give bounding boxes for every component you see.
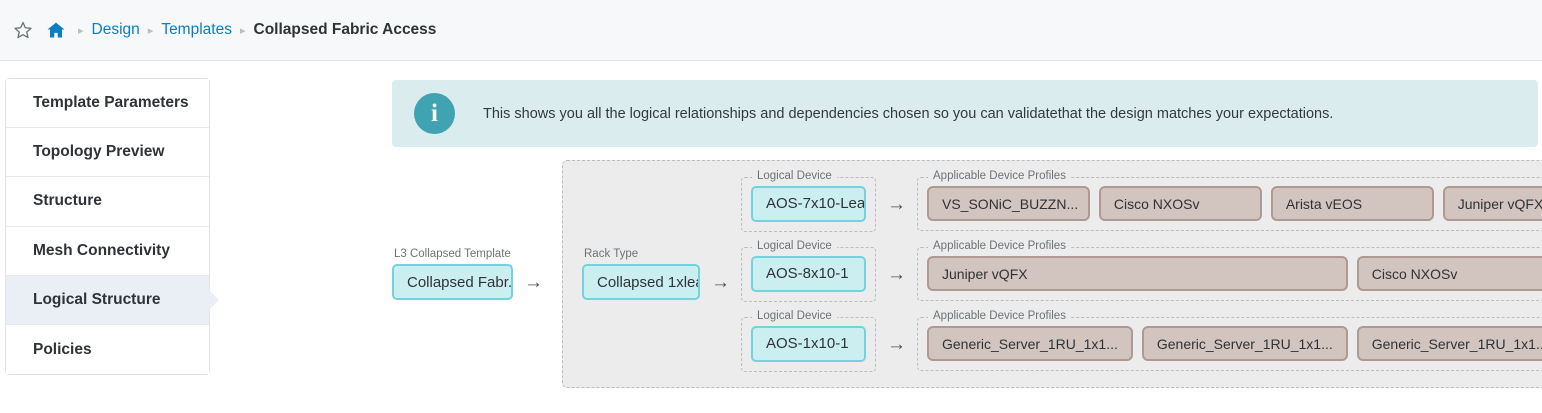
logical-device-row: Logical Device AOS-7x10-Leaf → Applicabl…	[741, 169, 1542, 232]
device-profile-box[interactable]: Juniper vQFX	[927, 256, 1348, 291]
sidebar-item-topology-preview[interactable]: Topology Preview	[6, 128, 209, 178]
device-profile-box[interactable]: Generic_Server_1RU_1x1...	[927, 326, 1133, 361]
l3-collapsed-template-group: L3 Collapsed Template Collapsed Fabr... …	[392, 248, 554, 300]
rack-type-node[interactable]: Collapsed 1xleaf	[582, 264, 700, 300]
logical-device-rows: Logical Device AOS-7x10-Leaf → Applicabl…	[741, 169, 1542, 372]
logical-device-node[interactable]: AOS-8x10-1	[751, 255, 866, 292]
applicable-device-profiles-legend: Applicable Device Profiles	[928, 240, 1071, 252]
info-banner-text: This shows you all the logical relations…	[483, 105, 1334, 122]
device-profile-box[interactable]: Arista vEOS	[1270, 186, 1434, 221]
star-outline-icon[interactable]	[13, 20, 33, 40]
sidebar-item-label: Policies	[33, 340, 92, 358]
device-profile-box[interactable]: Generic_Server_1RU_1x1...	[1141, 326, 1348, 361]
arrow-right-icon: →	[887, 193, 906, 215]
sidebar-item-label: Mesh Connectivity	[33, 241, 170, 259]
home-icon[interactable]	[46, 20, 66, 40]
breadcrumb-header: ▸ Design ▸ Templates ▸ Collapsed Fabric …	[0, 0, 1542, 61]
info-banner: i This shows you all the logical relatio…	[392, 80, 1538, 147]
arrow-right-icon: →	[524, 271, 543, 293]
device-profile-box[interactable]: VS_SONiC_BUZZN...	[927, 186, 1090, 221]
sidebar-item-label: Topology Preview	[33, 143, 165, 161]
sidebar-item-policies[interactable]: Policies	[6, 324, 209, 375]
sidebar-item-logical-structure[interactable]: Logical Structure	[6, 275, 209, 325]
sidebar-item-mesh-connectivity[interactable]: Mesh Connectivity	[6, 226, 209, 276]
device-profile-box[interactable]: Cisco NXOSv	[1356, 256, 1542, 291]
logical-device-group: Logical Device AOS-7x10-Leaf	[741, 169, 876, 232]
sidebar-item-label: Logical Structure	[33, 290, 161, 308]
arrow-right-icon: →	[711, 271, 730, 293]
l3-collapsed-template-label: L3 Collapsed Template	[394, 248, 511, 260]
logical-device-legend: Logical Device	[752, 169, 837, 182]
applicable-device-profiles-group: Applicable Device Profiles Generic_Serve…	[917, 310, 1542, 371]
applicable-device-profiles-legend: Applicable Device Profiles	[928, 310, 1071, 322]
rack-type-panel: Rack Type Collapsed 1xleaf → Logical Dev…	[562, 160, 1542, 388]
sidebar-nav: Template Parameters Topology Preview Str…	[5, 78, 210, 376]
arrow-right-icon: →	[887, 333, 906, 355]
logical-device-group: Logical Device AOS-8x10-1	[741, 239, 876, 302]
sidebar-item-label: Structure	[33, 192, 102, 210]
l3-collapsed-template-node[interactable]: Collapsed Fabr...	[392, 264, 513, 300]
applicable-device-profiles-group: Applicable Device Profiles VS_SONiC_BUZZ…	[917, 170, 1542, 231]
sidebar-item-label: Template Parameters	[33, 94, 189, 112]
breadcrumb-separator: ▸	[78, 24, 84, 37]
breadcrumb-link-templates[interactable]: Templates	[161, 21, 232, 38]
applicable-device-profiles-legend: Applicable Device Profiles	[928, 170, 1071, 182]
device-profile-box[interactable]: Cisco NXOSv	[1098, 186, 1262, 221]
logical-device-row: Logical Device AOS-8x10-1 → Applicable D…	[741, 239, 1542, 302]
applicable-device-profiles-group: Applicable Device Profiles Juniper vQFX …	[917, 240, 1542, 301]
logical-device-legend: Logical Device	[752, 239, 837, 252]
sidebar-item-structure[interactable]: Structure	[6, 177, 209, 227]
logical-device-legend: Logical Device	[752, 309, 837, 322]
logical-device-row: Logical Device AOS-1x10-1 → Applicable D…	[741, 309, 1542, 372]
breadcrumb-separator: ▸	[147, 24, 154, 37]
info-circle-icon: i	[414, 93, 455, 134]
rack-type-label: Rack Type	[584, 248, 639, 260]
arrow-right-icon: →	[887, 263, 906, 285]
logical-structure-diagram: L3 Collapsed Template Collapsed Fabr... …	[392, 160, 1542, 388]
page-title: Collapsed Fabric Access	[253, 21, 437, 38]
device-profile-box[interactable]: Generic_Server_1RU_1x1...	[1356, 326, 1542, 361]
rack-type-group: Rack Type Collapsed 1xleaf →	[572, 248, 741, 300]
logical-device-group: Logical Device AOS-1x10-1	[741, 309, 876, 372]
logical-device-node[interactable]: AOS-7x10-Leaf	[751, 185, 866, 222]
device-profile-box[interactable]: Juniper vQFX	[1442, 186, 1542, 221]
breadcrumb-link-design[interactable]: Design	[91, 21, 140, 38]
logical-device-node[interactable]: AOS-1x10-1	[751, 325, 866, 362]
sidebar-item-template-parameters[interactable]: Template Parameters	[6, 79, 209, 129]
breadcrumb-separator: ▸	[239, 24, 246, 37]
